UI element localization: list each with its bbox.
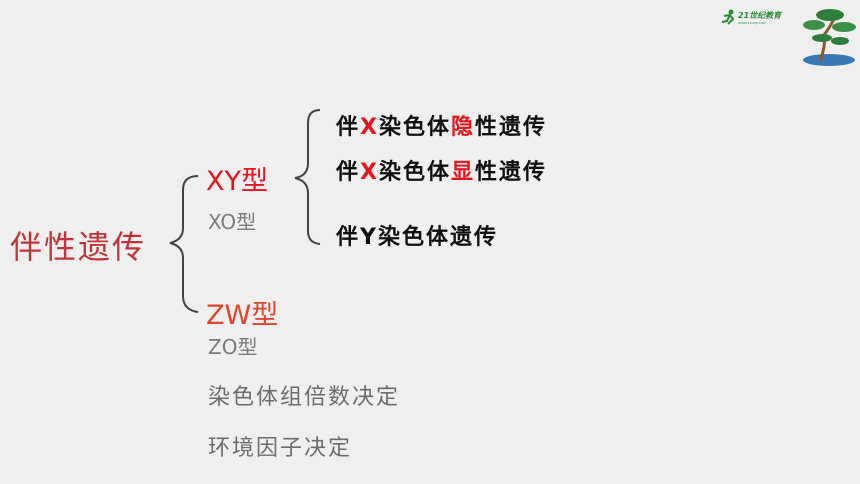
leaf-letter: Y bbox=[360, 225, 378, 250]
runner-logo-icon bbox=[721, 9, 735, 25]
brand-url: WWW.21CNJY.COM bbox=[738, 21, 766, 25]
root-title: 伴性遗传 bbox=[10, 228, 147, 266]
xy-brace bbox=[294, 109, 321, 245]
leaf-y-linked: 伴Y染色体遗传 bbox=[336, 219, 498, 251]
leaf-x-recessive: 伴X染色体隐性遗传 bbox=[336, 109, 547, 141]
pine-tree-icon bbox=[803, 9, 856, 66]
leaf-x-dominant: 伴X染色体显性遗传 bbox=[336, 154, 547, 186]
leaf-letter: X bbox=[360, 160, 379, 185]
xy-type-label: XY型 bbox=[206, 166, 268, 197]
other-determination-1: 染色体组倍数决定 bbox=[208, 385, 401, 410]
leaf-key: 隐 bbox=[451, 115, 476, 140]
xo-type-label: XO型 bbox=[208, 210, 257, 234]
other-determination-2: 环境因子决定 bbox=[208, 436, 353, 461]
main-brace bbox=[169, 175, 199, 313]
leaf-letter: X bbox=[360, 115, 379, 140]
leaf-prefix: 伴 bbox=[336, 225, 361, 250]
zw-type-label: ZW型 bbox=[206, 300, 279, 331]
leaf-post: 性遗传 bbox=[475, 115, 548, 140]
leaf-prefix: 伴 bbox=[336, 160, 361, 185]
leaf-post: 性遗传 bbox=[475, 160, 548, 185]
leaf-prefix: 伴 bbox=[336, 115, 361, 140]
leaf-key: 显 bbox=[451, 160, 476, 185]
zo-type-label: ZO型 bbox=[208, 335, 258, 359]
leaf-mid: 染色体 bbox=[378, 160, 451, 185]
leaf-mid: 染色体遗传 bbox=[377, 225, 498, 250]
leaf-mid: 染色体 bbox=[378, 115, 451, 140]
brand-name: 21世纪教育 bbox=[738, 11, 782, 20]
